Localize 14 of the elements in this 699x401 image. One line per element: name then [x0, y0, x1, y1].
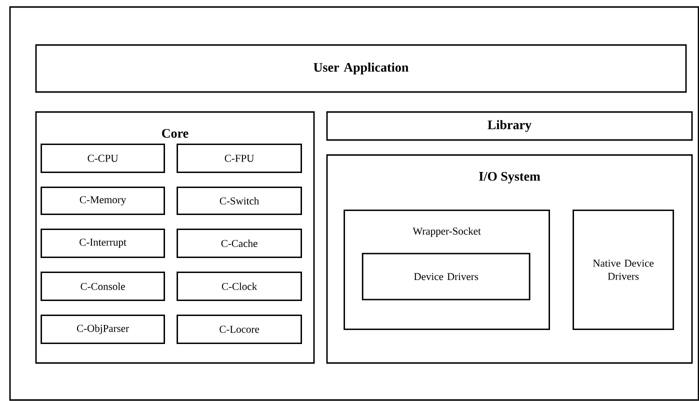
module-box: C-Console [40, 272, 166, 301]
module-box: C-Locore [176, 314, 302, 344]
module-box: Native Device Drivers [572, 210, 674, 330]
module-box: C-CPU [40, 144, 166, 173]
module-box: C-Memory [40, 186, 166, 215]
module-box: User Application [35, 44, 687, 93]
module-box: Device Drivers [362, 252, 530, 300]
module-box: C-Switch [176, 186, 302, 215]
module-box: Library [326, 111, 693, 141]
module-box: C-Clock [176, 272, 302, 301]
module-box: C-Interrupt [40, 228, 166, 258]
module-box: C-ObjParser [40, 314, 166, 344]
module-box: C-Cache [176, 228, 302, 258]
module-box: C-FPU [176, 144, 302, 173]
